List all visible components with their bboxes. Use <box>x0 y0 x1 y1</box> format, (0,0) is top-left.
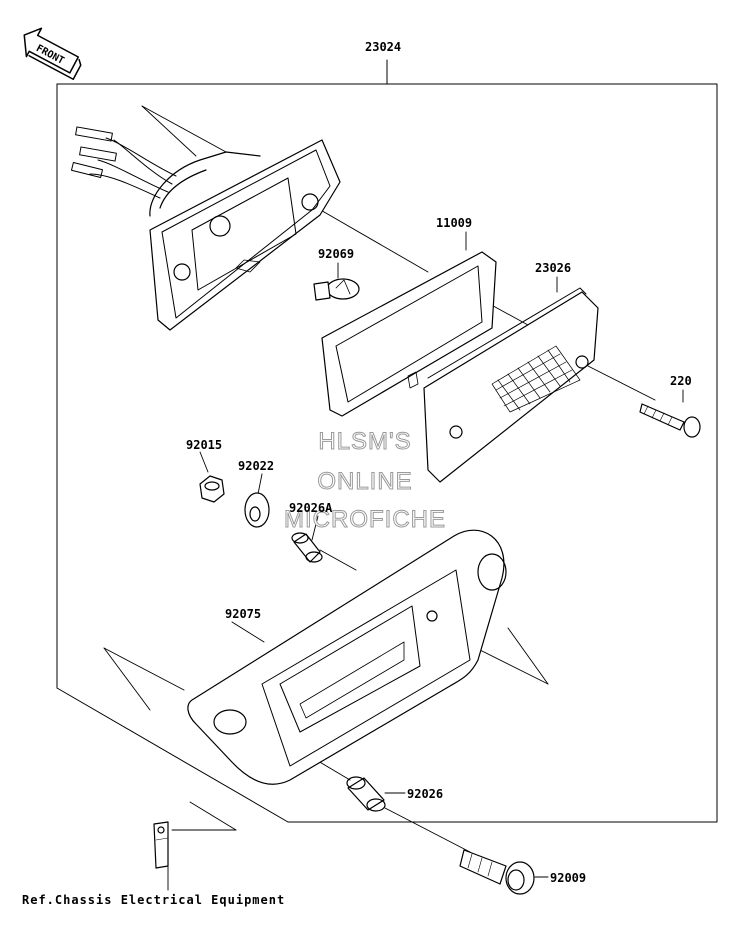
lamp-base-housing <box>149 139 341 331</box>
part-label-bolt: 92009 <box>550 871 587 885</box>
lens-grid-pattern <box>491 345 581 413</box>
wire-harness <box>70 126 177 199</box>
bulb-icon <box>313 278 360 301</box>
collar-a-icon <box>291 532 323 563</box>
lens-cover <box>423 287 599 483</box>
leader-lines <box>103 105 684 891</box>
ground-terminal-icon <box>153 821 169 869</box>
part-label-collar-a: 92026A <box>289 501 333 515</box>
part-label-bulb: 92069 <box>318 247 355 261</box>
watermark-line-3: MICROFICHE <box>284 506 446 534</box>
lens-gasket <box>321 251 497 417</box>
part-label-nut: 92015 <box>186 438 223 452</box>
part-label-housing: 92075 <box>225 607 262 621</box>
part-label-screw: 220 <box>670 374 692 388</box>
housing-frame <box>187 529 507 785</box>
part-label-collar: 92026 <box>407 787 444 801</box>
screw-icon <box>639 403 701 438</box>
watermark-line-2: ONLINE <box>317 468 413 496</box>
part-label-lens: 23026 <box>535 261 572 275</box>
bolt-icon <box>459 849 535 895</box>
watermark-line-1: HLSM'S <box>318 428 412 456</box>
assembly-frame <box>56 59 718 823</box>
front-arrow-icon: FRONT <box>23 27 82 80</box>
assembly-number-label: 23024 <box>365 40 402 54</box>
collar-icon <box>346 776 386 812</box>
part-label-lens-gasket: 11009 <box>436 216 473 230</box>
washer-icon <box>244 492 270 528</box>
nut-icon <box>199 475 225 503</box>
part-label-washer: 92022 <box>238 459 275 473</box>
reference-note: Ref.Chassis Electrical Equipment <box>22 893 286 907</box>
